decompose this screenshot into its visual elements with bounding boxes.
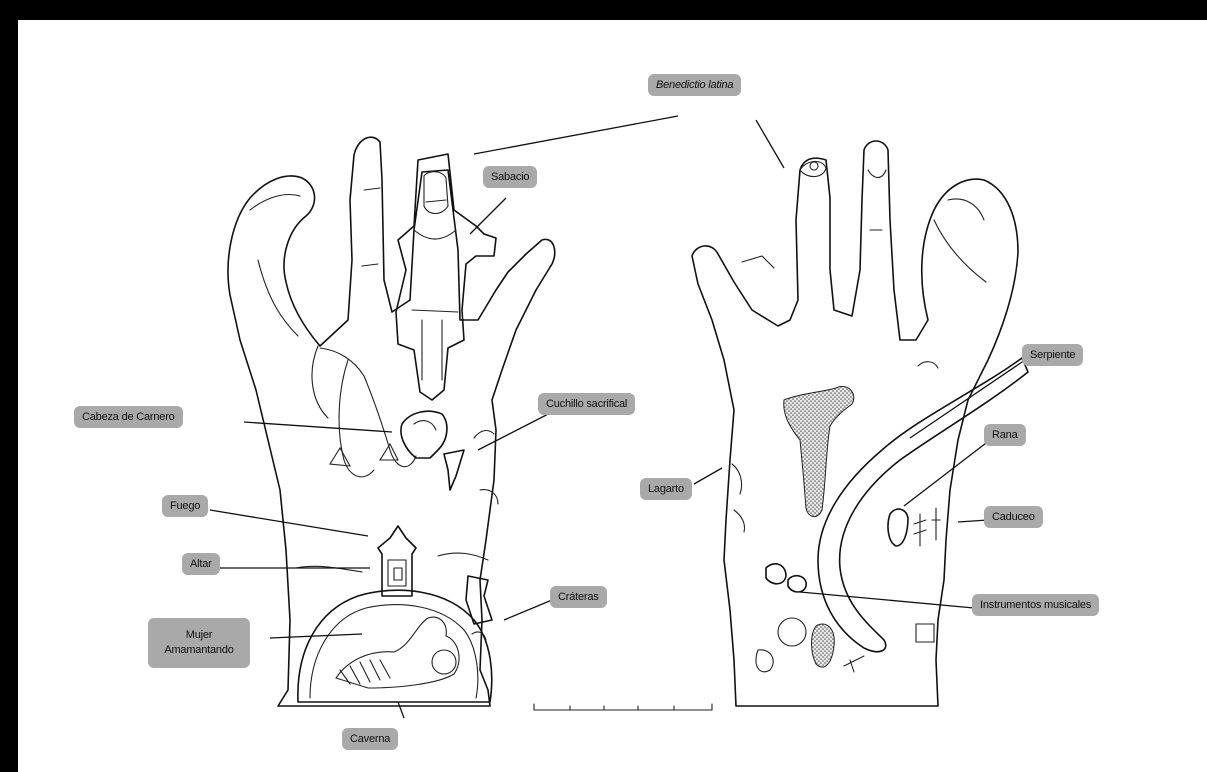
label-fuego: Fuego bbox=[162, 495, 208, 517]
label-caduceo: Caduceo bbox=[984, 506, 1043, 528]
frog bbox=[888, 509, 908, 546]
left-hand bbox=[228, 137, 555, 706]
label-mujer-amamantando-text: Mujer Amamantando bbox=[164, 628, 234, 658]
lizard-relief bbox=[784, 386, 854, 516]
label-caverna: Caverna bbox=[342, 728, 398, 750]
label-sabacio: Sabacio bbox=[483, 166, 537, 188]
scale-bar bbox=[534, 704, 712, 710]
nursing-woman bbox=[336, 617, 459, 688]
label-rana: Rana bbox=[984, 424, 1026, 446]
label-mujer-amamantando: Mujer Amamantando bbox=[148, 618, 250, 668]
label-crateras: Cráteras bbox=[550, 586, 607, 608]
label-serpiente: Serpiente bbox=[1022, 344, 1083, 366]
caduceus bbox=[914, 508, 940, 546]
right-hand-outline bbox=[692, 141, 1018, 706]
label-altar: Altar bbox=[182, 553, 220, 575]
figure-canvas: Benedictio latina Sabacio Cabeza de Carn… bbox=[18, 20, 1207, 772]
leader-lines bbox=[210, 116, 1028, 718]
sacrificial-knife bbox=[444, 450, 464, 490]
right-hand bbox=[692, 141, 1028, 706]
label-cabeza-de-carnero: Cabeza de Carnero bbox=[74, 406, 183, 428]
label-benedictio-latina: Benedictio latina bbox=[648, 74, 741, 96]
cave-niche bbox=[298, 590, 492, 702]
label-cuchillo-sacrifical: Cuchillo sacrifical bbox=[538, 393, 635, 415]
left-hand-outline bbox=[228, 137, 555, 706]
label-lagarto: Lagarto bbox=[640, 478, 692, 500]
ram-head bbox=[401, 411, 447, 458]
kraters bbox=[466, 576, 492, 624]
musical-instruments bbox=[766, 564, 786, 584]
label-instrumentos-musicales: Instrumentos musicales bbox=[972, 594, 1099, 616]
